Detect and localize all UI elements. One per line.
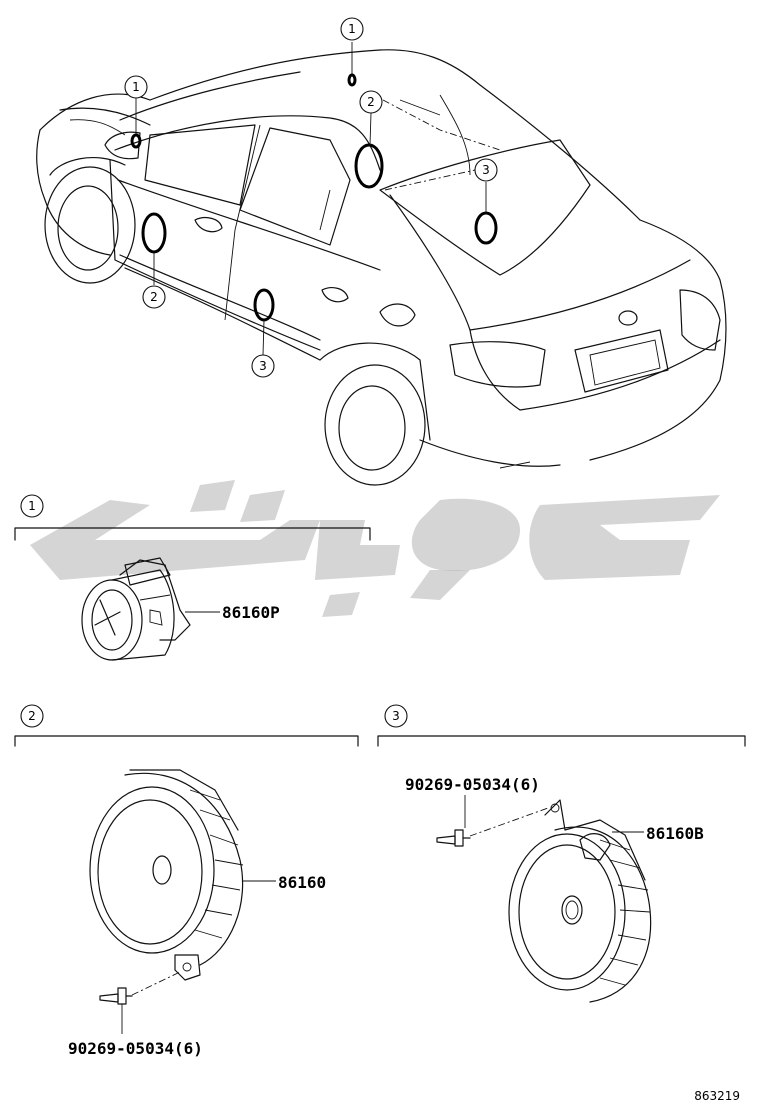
screw-part-number-label: 90269-05034(6) (68, 1039, 203, 1058)
section-number: 3 (392, 709, 400, 723)
car-illustration (36, 49, 727, 486)
callout-number: 2 (150, 290, 158, 304)
callout-number: 3 (482, 163, 490, 177)
screw-drawing (436, 807, 549, 847)
screw-drawing (99, 971, 181, 1005)
rear-door-speaker-drawing (508, 799, 652, 1003)
section-2: 2 86160 90269-05034(6) (14, 704, 359, 1058)
screw-part-number-label: 90269-05034(6) (405, 775, 540, 794)
callout-number: 1 (132, 80, 140, 94)
section-number: 1 (28, 499, 36, 513)
front-door-speaker-mark-right (354, 143, 384, 189)
door-speaker-drawing (89, 769, 244, 981)
diagram-reference-number: 863219 (694, 1089, 740, 1103)
callout-door-3: 3 (251, 354, 275, 378)
callout-top-1: 1 (340, 17, 364, 41)
tweeter-speaker-drawing (81, 557, 191, 661)
watermark-logo (30, 480, 720, 617)
tweeter-mark-right (347, 73, 357, 87)
callout-number: 3 (259, 359, 267, 373)
callout-number: 1 (348, 22, 356, 36)
callout-rear-3: 3 (474, 158, 498, 182)
section-bracket (377, 735, 746, 747)
callout-front-1: 1 (124, 75, 148, 99)
section-bracket (14, 735, 359, 747)
section-3: 3 90269-05034(6) 86160B (377, 704, 746, 1003)
part-number-label: 86160 (278, 873, 326, 892)
callout-roof-2: 2 (359, 90, 383, 114)
callout-number: 2 (367, 95, 375, 109)
callout-door-2: 2 (142, 285, 166, 309)
section-number: 2 (28, 709, 36, 723)
part-number-label: 86160B (646, 824, 704, 843)
section-1: 1 86160P (14, 494, 371, 661)
front-door-speaker-mark-left (141, 212, 167, 254)
rear-door-speaker-mark-right (474, 211, 498, 245)
callout-leaders (135, 42, 501, 356)
part-number-label: 86160P (222, 603, 280, 622)
section-bracket (14, 527, 371, 541)
tweeter-mark-front (130, 133, 142, 149)
